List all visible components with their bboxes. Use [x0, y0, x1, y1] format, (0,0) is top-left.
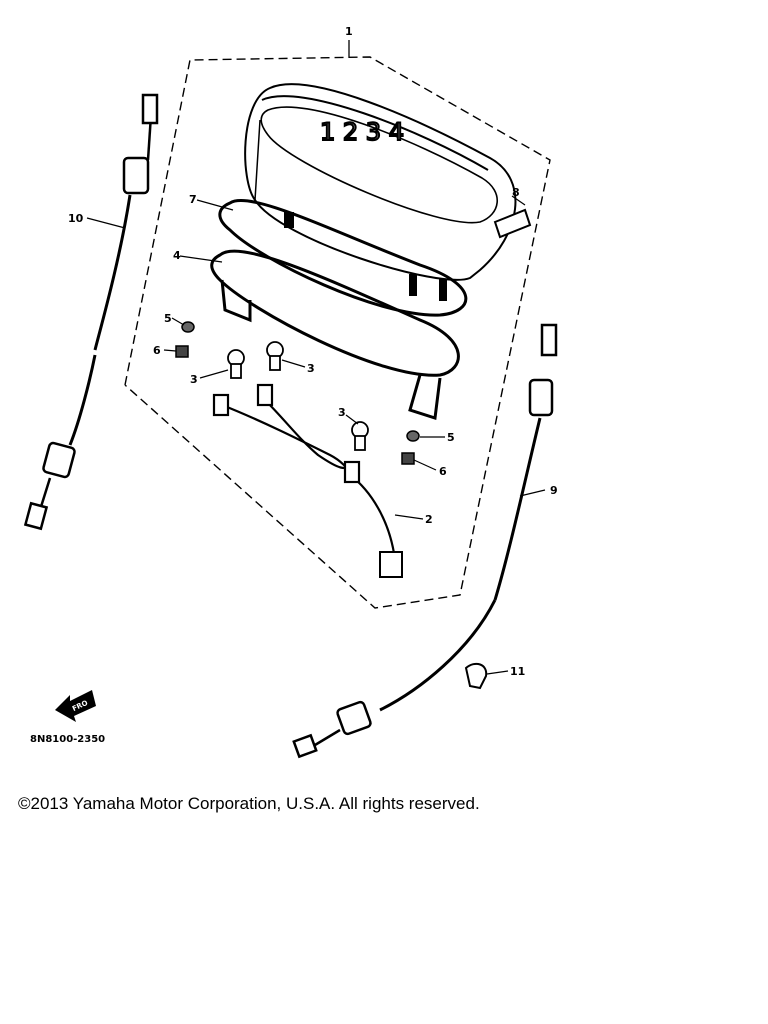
speedometer-cable: [292, 323, 558, 759]
mounting-bracket: [210, 249, 460, 420]
callout-7: 7: [189, 193, 197, 206]
front-arrow-icon: FRO: [55, 690, 96, 722]
callout-6b: 6: [439, 465, 447, 478]
meter-housing: 1 2 3 4: [244, 83, 532, 301]
tachometer-cable: [23, 93, 159, 531]
parts-diagram: 1 2 3 4: [23, 25, 558, 759]
callout-5b: 5: [447, 431, 455, 444]
callout-6a: 6: [153, 344, 161, 357]
callout-9: 9: [550, 484, 558, 497]
wire-harness: [212, 383, 403, 578]
callout-2: 2: [425, 513, 433, 526]
svg-text:1 2 3 4: 1 2 3 4: [320, 118, 404, 146]
callout-11: 11: [510, 665, 525, 678]
callout-3a: 3: [190, 373, 198, 386]
assembly-outline: [124, 56, 551, 609]
callout-8: 8: [512, 186, 520, 199]
fasteners: [175, 321, 420, 465]
gasket-seal: [218, 198, 468, 317]
cable-clamp: [464, 662, 488, 690]
callout-3c: 3: [338, 406, 346, 419]
drawing-code: 8N8100-2350: [30, 734, 105, 745]
bulb-group: [227, 341, 369, 451]
copyright-notice: ©2013 Yamaha Motor Corporation, U.S.A. A…: [18, 794, 480, 813]
callout-1: 1: [345, 25, 353, 38]
callout-4: 4: [173, 249, 181, 262]
leader-lines: [86, 195, 546, 675]
callout-5a: 5: [164, 312, 172, 325]
callout-3b: 3: [307, 362, 315, 375]
callout-10: 10: [68, 212, 84, 225]
